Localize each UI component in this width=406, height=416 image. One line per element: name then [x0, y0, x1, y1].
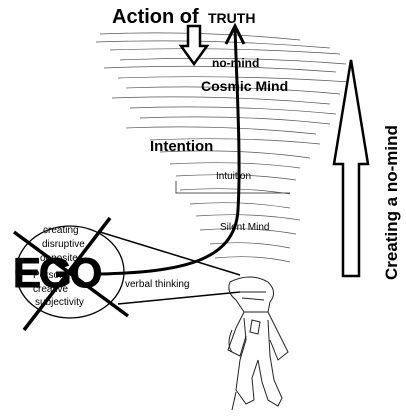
ego-line-disruptive: disruptive: [42, 239, 85, 250]
ego-line-person: Person: [33, 270, 65, 281]
level-verbal-thinking: verbal thinking: [125, 279, 190, 290]
ego-line-bottom: [117, 291, 241, 305]
level-intention: Intention: [150, 138, 214, 155]
vertical-label: Creating a no-mind: [382, 125, 401, 280]
ego-line-creating: creating: [43, 225, 79, 236]
large-up-arrow: [332, 59, 370, 278]
ego-cross-2: [22, 216, 112, 332]
ego-line-opposite: opposite: [40, 253, 78, 264]
ego-line-creative: creative: [33, 284, 69, 295]
level-no-mind: no-mind: [212, 56, 260, 70]
ego-line-subjectivity: subjectivity: [35, 297, 84, 308]
level-silent-mind: Silent Mind: [220, 222, 270, 233]
level-cosmic-mind: Cosmic Mind: [201, 78, 289, 94]
ego-line-top: [99, 231, 241, 276]
intuition-bracket: [175, 181, 290, 194]
up-arrow-head: [224, 22, 246, 45]
ego-big-label: EGO: [12, 249, 102, 296]
ego-ellipse: [15, 225, 125, 319]
down-arrow: [178, 24, 210, 67]
ego-cross-1: [12, 230, 130, 318]
level-intuition: Intuition: [216, 171, 252, 182]
title-truth: TRUTH: [208, 10, 256, 26]
up-arrow-curve: [99, 27, 241, 276]
title-action: Action of: [112, 6, 199, 28]
human-figure: [227, 276, 289, 411]
